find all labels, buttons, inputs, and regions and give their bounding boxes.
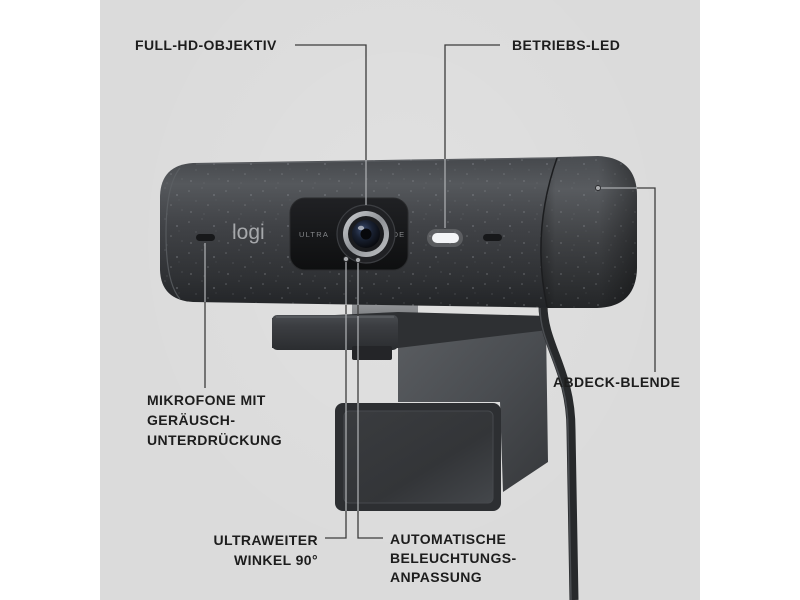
callout-line: FULL-HD-OBJEKTIV <box>135 37 277 53</box>
callout-privacy-shutter: ABDECK-BLENDE <box>553 372 680 392</box>
callout-line: BELEUCHTUNGS- <box>390 550 517 566</box>
lens-reflection <box>357 225 365 231</box>
lens-icon <box>336 204 396 264</box>
clip-foot-pad <box>343 410 494 504</box>
camera-body-group: logi ULTRA WIDE <box>160 156 637 308</box>
callout-line: GERÄUSCH- <box>147 412 236 428</box>
leader-fov-dot <box>342 255 350 263</box>
callout-line: AUTOMATISCHE <box>390 531 507 547</box>
clip-back-plate <box>398 326 548 492</box>
callout-full-hd-lens: FULL-HD-OBJEKTIV <box>135 35 277 55</box>
leader-fov <box>325 511 347 539</box>
microphone-left <box>196 234 215 241</box>
usb-cable-highlight <box>539 307 572 600</box>
leader-shutter-dot <box>595 185 601 191</box>
clip-hinge-block <box>272 315 398 350</box>
callout-auto-light-correction: AUTOMATISCHE BELEUCHTUNGS- ANPASSUNG <box>390 530 517 587</box>
callout-field-of-view: ULTRAWEITER WINKEL 90° <box>178 530 318 570</box>
lens-aperture <box>360 228 372 240</box>
callout-microphones: MIKROFONE MIT GERÄUSCH- UNTERDRÜCKUNG <box>147 390 282 450</box>
leader-light-dot <box>354 256 362 264</box>
callout-line: BETRIEBS-LED <box>512 37 621 53</box>
privacy-shutter-seam <box>540 157 558 308</box>
ultra-print: ULTRA <box>299 230 329 239</box>
usb-cable <box>538 304 579 600</box>
callout-line: ULTRAWEITER <box>213 532 318 548</box>
leader-lines <box>204 44 656 539</box>
clip-hinge-notch <box>352 346 392 360</box>
leader-led <box>444 44 500 159</box>
callout-line: MIKROFONE MIT <box>147 392 266 408</box>
camera-top-rim <box>195 157 557 165</box>
leader-lens <box>295 44 367 160</box>
microphone-right <box>483 234 502 241</box>
status-led <box>432 233 459 243</box>
leader-shutter <box>637 187 656 372</box>
callout-line: ANPASSUNG <box>390 569 483 585</box>
logi-logo: logi <box>232 221 265 244</box>
callout-line: ABDECK-BLENDE <box>553 374 681 390</box>
callout-line: WINKEL 90° <box>233 552 318 568</box>
camera-left-rim <box>165 167 181 300</box>
leader-light <box>357 511 383 539</box>
callout-line: UNTERDRÜCKUNG <box>147 432 283 448</box>
privacy-shutter-shading <box>540 156 637 308</box>
mounting-clip <box>272 312 548 511</box>
callout-status-led: BETRIEBS-LED <box>512 35 620 55</box>
